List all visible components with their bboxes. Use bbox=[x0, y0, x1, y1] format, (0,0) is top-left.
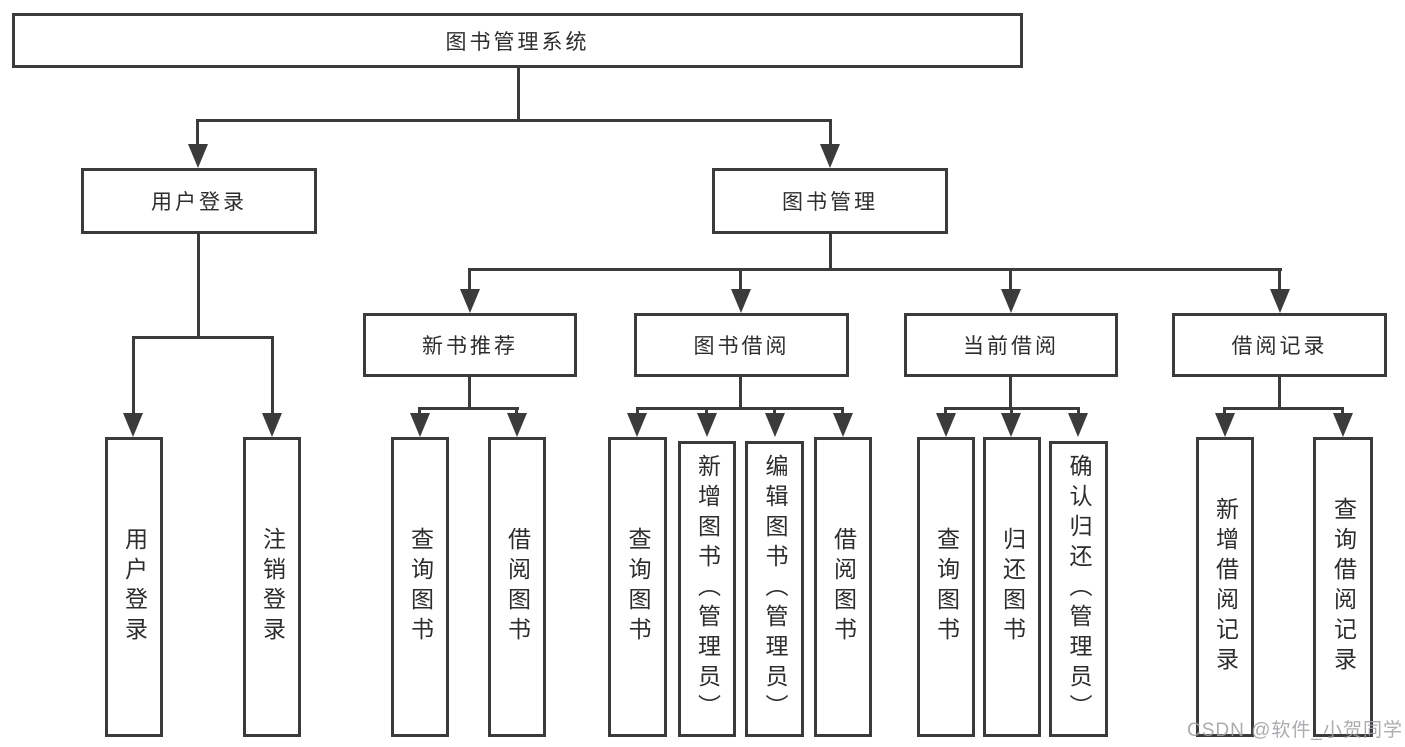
leaf-cb-confirm-return-admin-label: 确认归还（管理员） bbox=[1066, 454, 1092, 724]
node-borrow-records-label: 借阅记录 bbox=[1231, 335, 1328, 358]
arrowhead-icon bbox=[123, 413, 143, 437]
leaf-cb-confirm-return-admin: 确认归还（管理员） bbox=[1049, 441, 1108, 737]
node-borrow-records: 借阅记录 bbox=[1172, 313, 1387, 377]
arrowhead-icon bbox=[627, 413, 647, 437]
connector-root-trunk bbox=[517, 68, 520, 121]
connector-stem-book-management bbox=[829, 119, 832, 149]
arrowhead-icon bbox=[1215, 413, 1235, 437]
leaf-logout: 注销登录 bbox=[243, 437, 301, 737]
connector-level2-hline bbox=[196, 119, 832, 122]
leaf-bb-edit-books-admin: 编辑图书（管理员） bbox=[745, 441, 804, 737]
node-book-management-label: 图书管理 bbox=[782, 191, 878, 214]
node-new-book-recommend-label: 新书推荐 bbox=[422, 335, 518, 358]
arrowhead-icon bbox=[188, 144, 208, 168]
connector-cb-trunk bbox=[1009, 375, 1012, 409]
arrowhead-icon bbox=[460, 289, 480, 313]
connector-stem-new-book bbox=[468, 268, 471, 294]
arrowhead-icon bbox=[1001, 413, 1021, 437]
arrowhead-icon bbox=[697, 413, 717, 437]
arrowhead-icon bbox=[820, 144, 840, 168]
connector-nb-hline bbox=[418, 407, 519, 410]
leaf-cb-query-books: 查询图书 bbox=[917, 437, 975, 737]
node-user-login-label: 用户登录 bbox=[151, 191, 247, 214]
leaf-user-login-label: 用户登录 bbox=[121, 527, 148, 647]
arrowhead-icon bbox=[1068, 413, 1088, 437]
connector-bb-hline bbox=[636, 407, 844, 410]
arrowhead-icon bbox=[1333, 413, 1353, 437]
arrowhead-icon bbox=[507, 413, 527, 437]
node-new-book-recommend: 新书推荐 bbox=[363, 313, 577, 377]
leaf-bb-borrow-books-label: 借阅图书 bbox=[830, 527, 857, 647]
connector-stem-borrow-records bbox=[1278, 268, 1281, 294]
leaf-logout-label: 注销登录 bbox=[259, 527, 286, 647]
node-root: 图书管理系统 bbox=[12, 13, 1023, 68]
leaf-cb-query-books-label: 查询图书 bbox=[933, 527, 960, 647]
arrowhead-icon bbox=[262, 413, 282, 437]
connector-user-login-hline bbox=[132, 336, 274, 339]
arrowhead-icon bbox=[731, 289, 751, 313]
connector-stem-user-login bbox=[196, 119, 199, 149]
connector-book-management-trunk bbox=[829, 234, 832, 270]
leaf-bb-query-books-label: 查询图书 bbox=[625, 527, 651, 647]
connector-level3-hline bbox=[468, 268, 1282, 271]
leaf-cb-return-books-label: 归还图书 bbox=[999, 527, 1026, 647]
arrowhead-icon bbox=[833, 413, 853, 437]
node-current-borrow-label: 当前借阅 bbox=[963, 335, 1059, 358]
node-book-borrow-label: 图书借阅 bbox=[693, 335, 790, 358]
connector-stem-book-borrow bbox=[739, 268, 742, 294]
leaf-br-query-record-label: 查询借阅记录 bbox=[1330, 497, 1357, 677]
node-book-borrow: 图书借阅 bbox=[634, 313, 849, 377]
leaf-nb-borrow-books-label: 借阅图书 bbox=[504, 527, 531, 647]
connector-stem-logout bbox=[271, 336, 274, 416]
arrowhead-icon bbox=[1270, 289, 1290, 313]
leaf-br-add-record: 新增借阅记录 bbox=[1196, 437, 1254, 737]
leaf-cb-return-books: 归还图书 bbox=[983, 437, 1041, 737]
leaf-bb-add-books-admin-label: 新增图书（管理员） bbox=[694, 454, 721, 724]
connector-nb-trunk bbox=[468, 375, 471, 409]
connector-bb-trunk bbox=[739, 375, 742, 409]
node-user-login: 用户登录 bbox=[81, 168, 317, 234]
connector-user-login-trunk bbox=[197, 234, 200, 338]
node-root-label: 图书管理系统 bbox=[445, 30, 590, 54]
arrowhead-icon bbox=[1001, 289, 1021, 313]
leaf-bb-borrow-books: 借阅图书 bbox=[814, 437, 872, 737]
leaf-bb-query-books: 查询图书 bbox=[608, 437, 667, 737]
node-book-management: 图书管理 bbox=[712, 168, 948, 234]
leaf-br-query-record: 查询借阅记录 bbox=[1313, 437, 1373, 737]
arrowhead-icon bbox=[936, 413, 956, 437]
leaf-nb-borrow-books: 借阅图书 bbox=[488, 437, 546, 737]
leaf-bb-edit-books-admin-label: 编辑图书（管理员） bbox=[762, 454, 788, 724]
leaf-user-login: 用户登录 bbox=[105, 437, 163, 737]
leaf-bb-add-books-admin: 新增图书（管理员） bbox=[678, 441, 736, 737]
leaf-nb-query-books: 查询图书 bbox=[391, 437, 449, 737]
leaf-br-add-record-label: 新增借阅记录 bbox=[1212, 497, 1239, 677]
connector-br-hline bbox=[1223, 407, 1344, 410]
csdn-watermark: CSDN @软件_小贺同学 bbox=[1187, 720, 1403, 741]
connector-br-trunk bbox=[1278, 375, 1281, 409]
connector-stem-current-borrow bbox=[1009, 268, 1012, 294]
connector-stem-login bbox=[132, 336, 135, 416]
arrowhead-icon bbox=[765, 413, 785, 437]
leaf-nb-query-books-label: 查询图书 bbox=[407, 527, 434, 647]
node-current-borrow: 当前借阅 bbox=[904, 313, 1118, 377]
arrowhead-icon bbox=[410, 413, 430, 437]
